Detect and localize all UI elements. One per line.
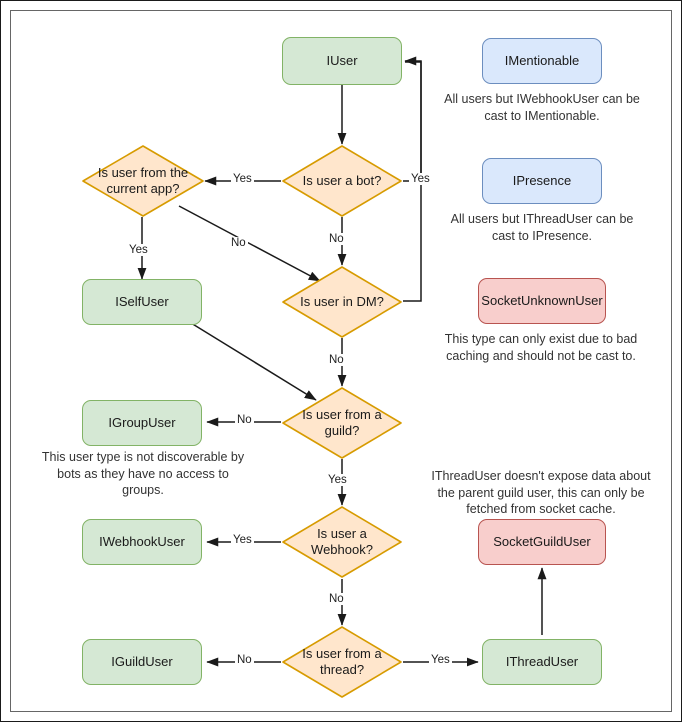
node-igroupuser[interactable]: IGroupUser (82, 400, 202, 446)
node-is-user-from-guild-label: Is user from a guild? (302, 406, 382, 438)
edge-label-thread-yes: Yes (429, 654, 452, 666)
edge-label-app-yes2: Yes (127, 244, 150, 256)
node-is-user-in-dm[interactable]: Is user in DM? (281, 265, 403, 339)
diamond-shape (282, 266, 402, 338)
node-ithreaduser-label: IThreadUser (505, 653, 579, 669)
node-socketunknownuser[interactable]: SocketUnknownUser (478, 278, 606, 324)
edge-label-webhook-no: No (327, 593, 346, 605)
node-igroupuser-label: IGroupUser (108, 414, 176, 430)
node-iwebhookuser-label: IWebhookUser (99, 533, 185, 549)
node-is-user-a-webhook[interactable]: Is user a Webhook? (281, 505, 403, 579)
node-imentionable-label: IMentionable (504, 52, 580, 68)
node-iguilduser[interactable]: IGuildUser (82, 639, 202, 685)
edge-label-app-no: No (229, 237, 248, 249)
node-is-user-in-dm-label: Is user in DM? (300, 293, 384, 309)
node-is-user-a-bot[interactable]: Is user a bot? (281, 144, 403, 218)
edge-label-guild-no: No (235, 414, 254, 426)
edge-label-app-yes: Yes (231, 173, 254, 185)
node-is-user-a-bot-label: Is user a bot? (302, 172, 382, 188)
node-is-user-from-current-app-label: Is user from the current app? (97, 164, 189, 196)
caption-igroupuser: This user type is not discoverable by bo… (41, 450, 245, 497)
edge-app-no-to-dm (178, 205, 321, 282)
node-ipresence[interactable]: IPresence (482, 158, 602, 204)
diamond-shape (282, 506, 402, 578)
edge-label-webhook-yes: Yes (231, 534, 254, 546)
node-is-user-from-thread[interactable]: Is user from a thread? (281, 625, 403, 699)
node-iguilduser-label: IGuildUser (111, 653, 173, 669)
node-socketunknownuser-label: SocketUnknownUser (481, 292, 603, 308)
diamond-shape (82, 145, 204, 217)
node-is-user-from-thread-label: Is user from a thread? (302, 645, 382, 677)
node-iuser[interactable]: IUser (282, 37, 402, 85)
node-iselfuser-label: ISelfUser (115, 293, 169, 309)
caption-imentionable: All users but IWebhookUser can be cast t… (444, 92, 640, 123)
caption-socketguilduser: IThreadUser doesn't expose data about th… (431, 469, 651, 516)
edge-label-dm-no: No (327, 354, 346, 366)
node-iwebhookuser[interactable]: IWebhookUser (82, 519, 202, 565)
edge-bot-yes-to-iuser (403, 56, 422, 182)
node-ipresence-label: IPresence (512, 172, 572, 188)
node-socketguilduser[interactable]: SocketGuildUser (478, 519, 606, 565)
edge-label-bot-no: No (327, 233, 346, 245)
diamond-shape (282, 145, 402, 217)
node-is-user-a-webhook-label: Is user a Webhook? (311, 525, 373, 557)
caption-socketunknownuser: This type can only exist due to bad cach… (444, 332, 638, 363)
diagram-frame (10, 10, 672, 712)
node-ithreaduser[interactable]: IThreadUser (482, 639, 602, 685)
diamond-shape (282, 626, 402, 698)
node-iselfuser[interactable]: ISelfUser (82, 279, 202, 325)
node-iuser-label: IUser (326, 52, 358, 68)
diamond-shape (282, 387, 402, 459)
edge-label-thread-no: No (235, 654, 254, 666)
edge-label-bot-yes: Yes (409, 173, 432, 185)
node-imentionable[interactable]: IMentionable (482, 38, 602, 84)
node-is-user-from-current-app[interactable]: Is user from the current app? (81, 144, 205, 218)
edge-label-guild-yes: Yes (326, 474, 349, 486)
edge-iselfuser-to-guild (190, 322, 317, 401)
node-is-user-from-guild[interactable]: Is user from a guild? (281, 386, 403, 460)
caption-ipresence: All users but IThreadUser can be cast to… (450, 212, 634, 243)
node-socketguilduser-label: SocketGuildUser (493, 533, 591, 549)
